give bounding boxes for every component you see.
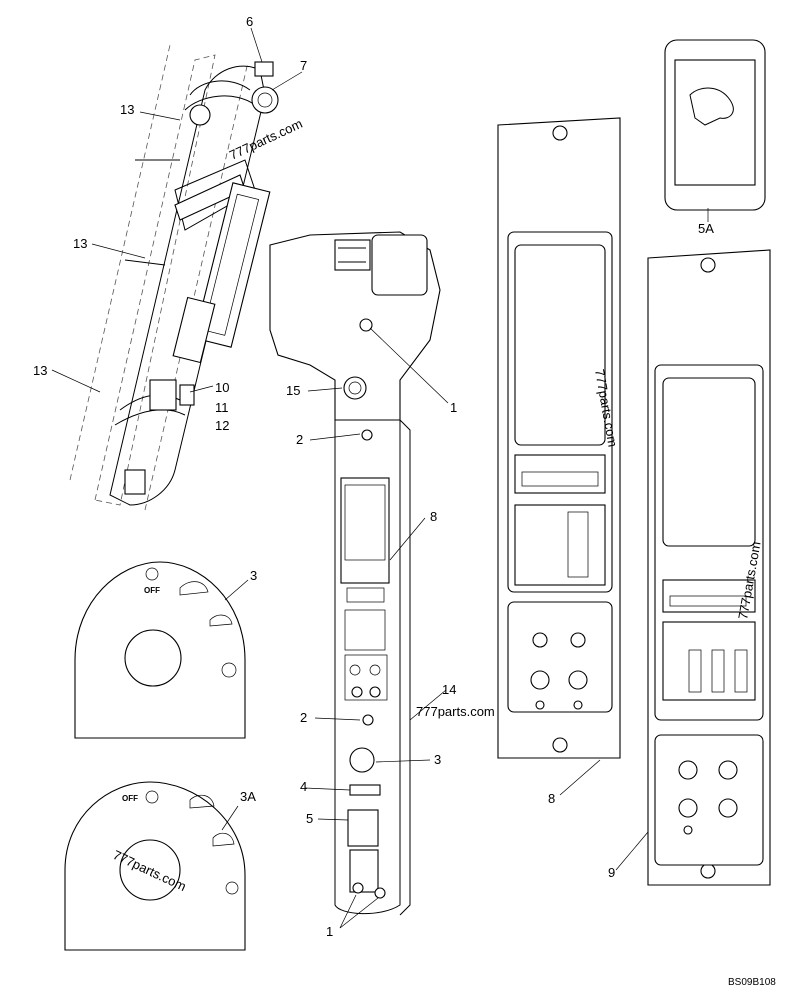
leader-lines <box>51 27 709 929</box>
callout-5A: 5A <box>698 221 714 236</box>
watermark-1: 777parts.com <box>227 116 305 163</box>
callout-9: 9 <box>608 865 615 880</box>
off-label-decal-3: OFF <box>144 586 160 595</box>
callout-3-decal: 3 <box>250 568 257 583</box>
callout-8-center: 8 <box>430 509 437 524</box>
callout-13-bottom: 13 <box>33 363 47 378</box>
callout-12: 12 <box>215 418 229 433</box>
callout-14: 14 <box>442 682 456 697</box>
switch-decal-3 <box>74 561 246 739</box>
callout-3-panel: 3 <box>434 752 441 767</box>
callout-15: 15 <box>286 383 300 398</box>
callout-11: 11 <box>215 400 229 415</box>
callout-7: 7 <box>300 58 307 73</box>
figure-code: BS09B108 <box>728 977 776 988</box>
callout-10: 10 <box>215 380 229 395</box>
instrument-panel-8 <box>497 117 621 759</box>
instrument-panel-9 <box>647 249 771 886</box>
callout-6: 6 <box>246 14 253 29</box>
switch-decal-3A <box>64 781 246 951</box>
callout-1-top: 1 <box>450 400 457 415</box>
callout-13-top: 13 <box>120 102 134 117</box>
callout-8-right: 8 <box>548 791 555 806</box>
callout-4: 4 <box>300 779 307 794</box>
off-label-decal-3A: OFF <box>122 794 138 803</box>
decal-5A <box>664 39 766 211</box>
callout-2-top: 2 <box>296 432 303 447</box>
callout-13-middle: 13 <box>73 236 87 251</box>
callout-3A: 3A <box>240 789 256 804</box>
console-panel-main <box>269 231 441 916</box>
callout-5: 5 <box>306 811 313 826</box>
callout-labels: 6 7 13 13 13 10 11 12 15 1 2 8 3 14 2 3 … <box>33 14 714 939</box>
callout-1-bottom: 1 <box>326 924 333 939</box>
callout-2-bottom: 2 <box>300 710 307 725</box>
harness-side-view <box>69 44 279 511</box>
watermark-4: 777parts.com <box>416 704 495 719</box>
